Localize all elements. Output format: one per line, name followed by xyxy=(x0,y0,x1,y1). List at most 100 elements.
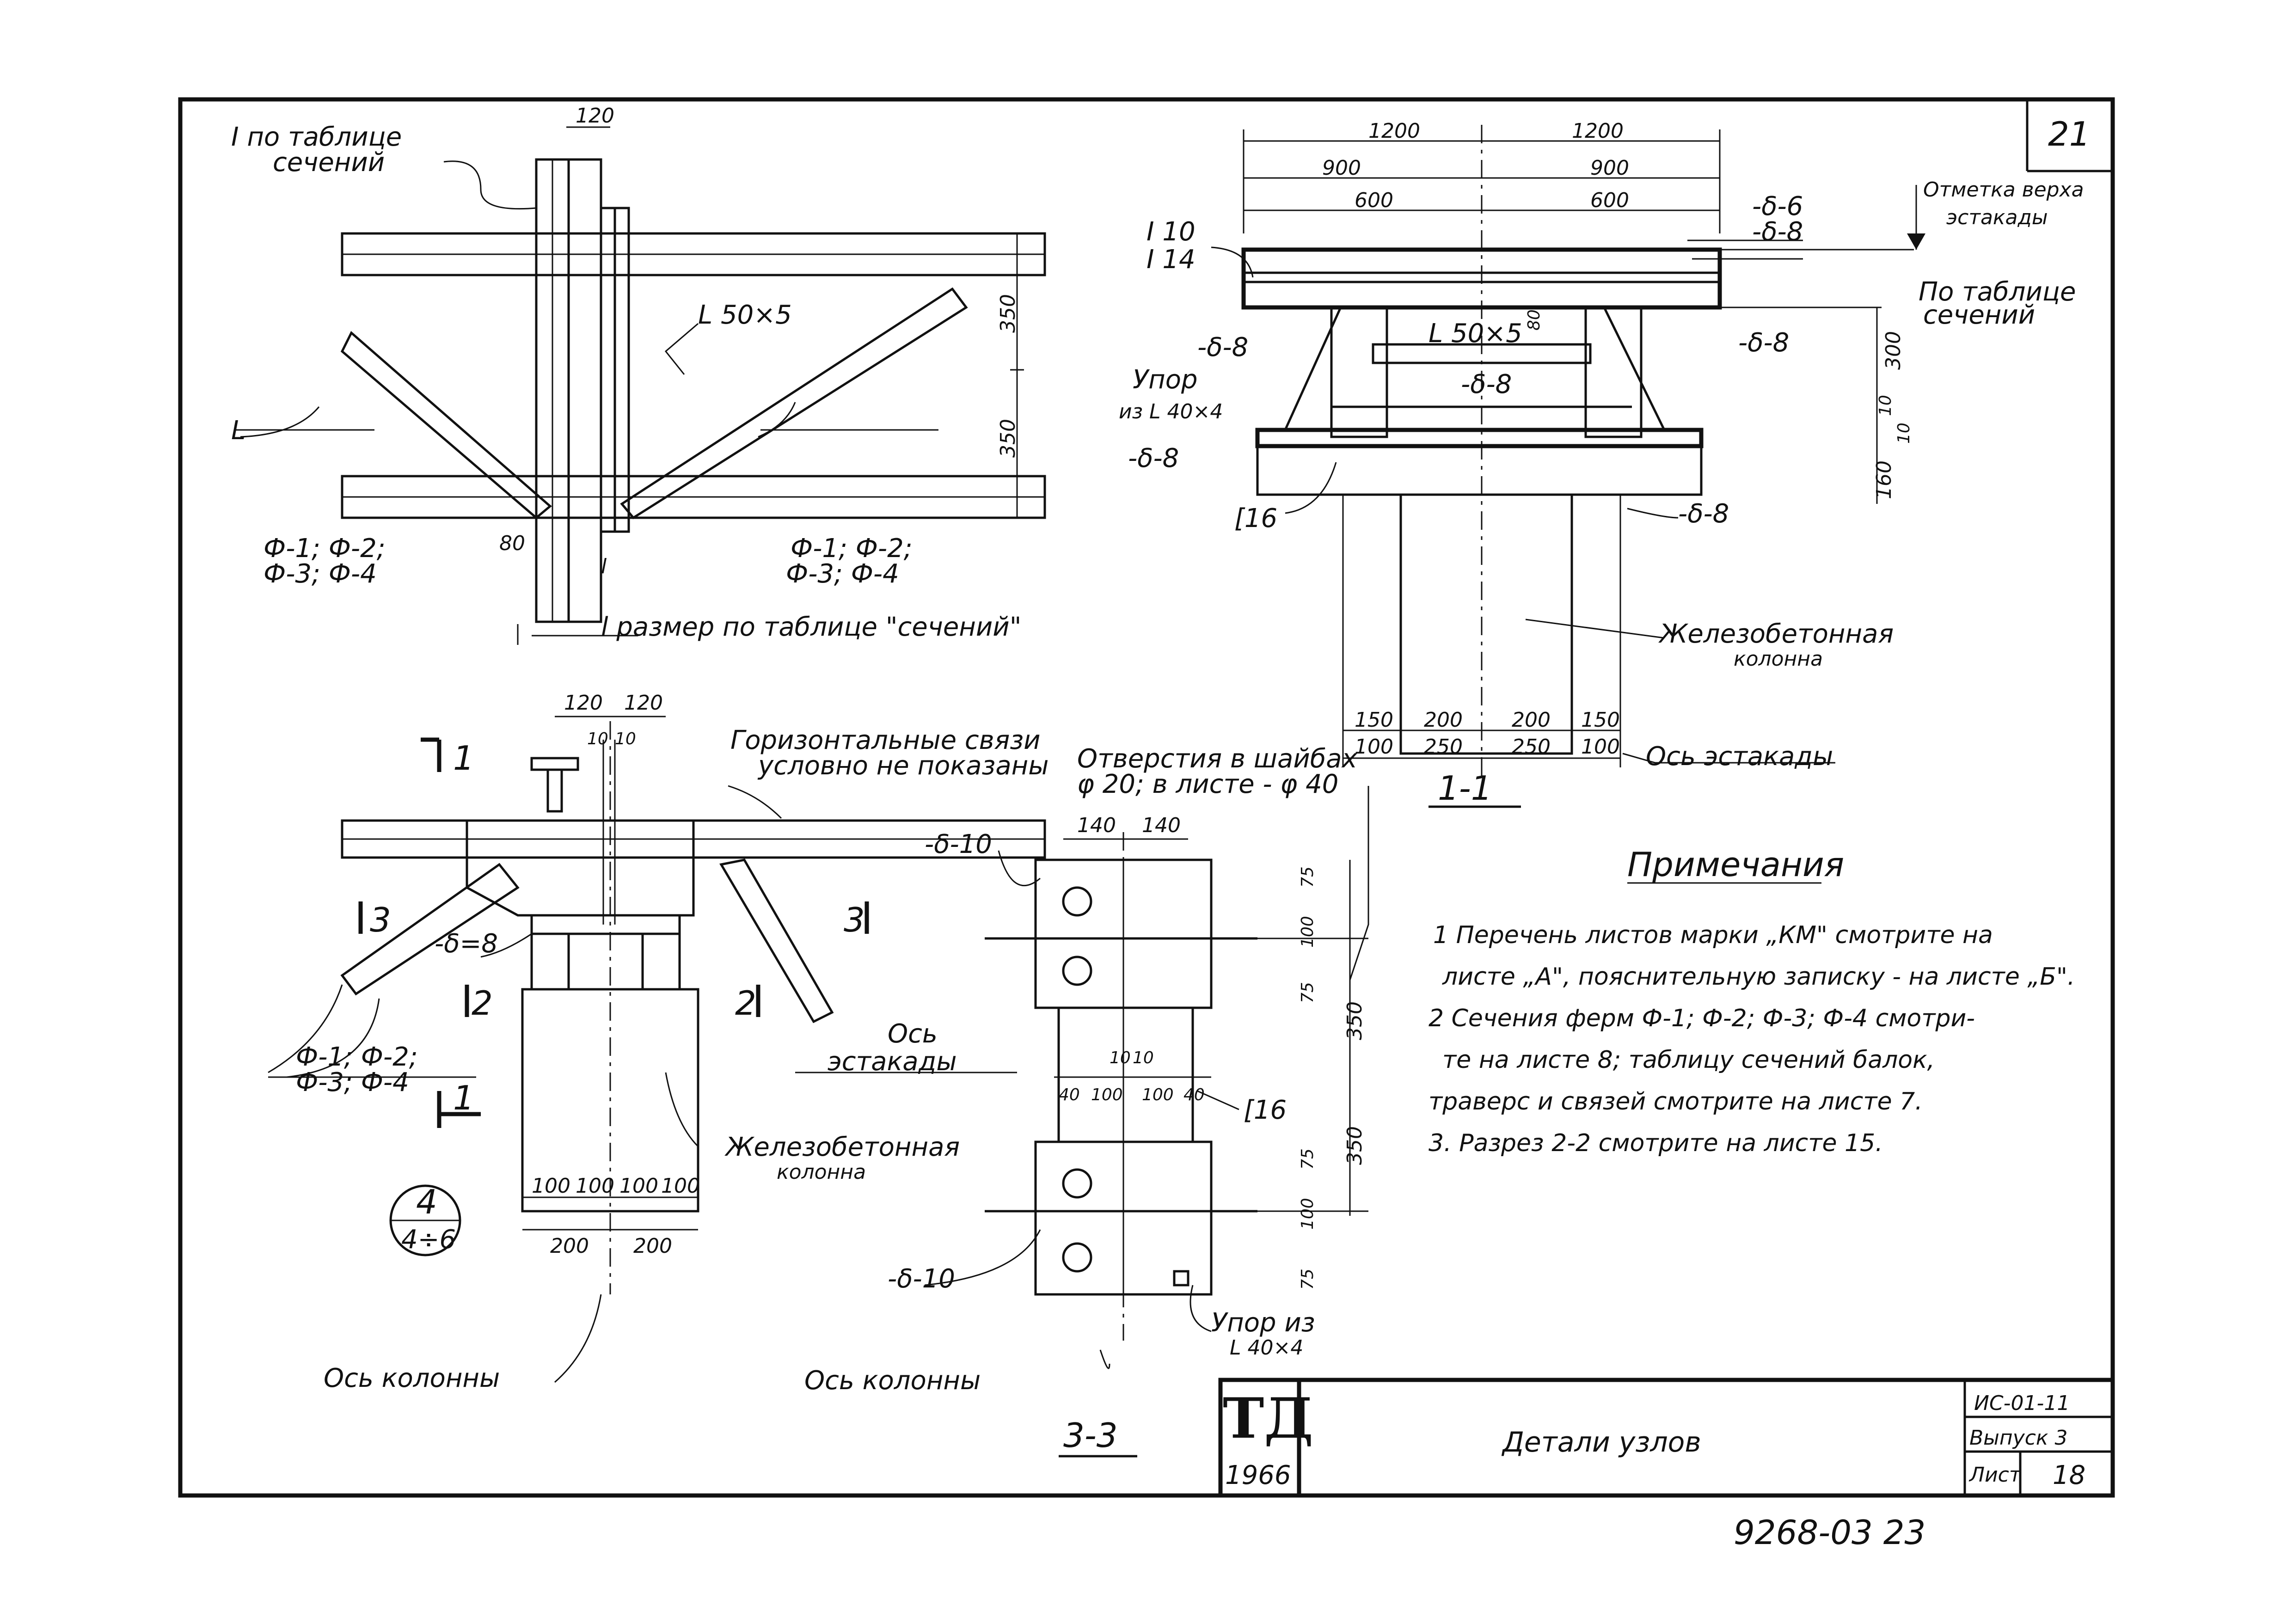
title-block xyxy=(1218,1378,2115,1498)
cut-mark-2-left: 2 xyxy=(472,984,493,1023)
cut-mark-1-top: 1 xyxy=(453,739,474,778)
stop-label: Упор xyxy=(1133,365,1198,395)
dim-350-3-3: 350 xyxy=(1343,1001,1367,1040)
sheet-value: 18 xyxy=(2053,1460,2085,1490)
dim-200-b: 200 xyxy=(633,1234,672,1258)
dim-120-a: 120 xyxy=(564,691,603,715)
td-year: 1966 xyxy=(1225,1460,1291,1490)
dim-100-d: 100 xyxy=(661,1174,700,1198)
elevation-label: Отметка верха xyxy=(1923,178,2084,202)
dim-350-b: 350 xyxy=(996,419,1020,458)
holes-note: Отверстия в шайбах xyxy=(1077,744,1358,774)
cut-mark-3-right: 3 xyxy=(844,901,865,939)
section-1-1-drawing xyxy=(1211,125,1925,808)
dim-80-top: 80 xyxy=(499,532,525,555)
holes-note2: φ 20; в листе - φ 40 xyxy=(1077,769,1338,799)
node-circle-top: 4 xyxy=(416,1183,437,1221)
note-line-3: 2 Сечения ферм Ф-1; Ф-2; Ф-3; Ф-4 смотри… xyxy=(1429,1005,1975,1032)
rc-column-label2: колонна xyxy=(1734,647,1823,671)
top-left-node-detail xyxy=(236,126,1046,645)
cut-mark-3-left: 3 xyxy=(370,901,391,939)
dim-200-right: 200 xyxy=(1512,708,1551,732)
sections-label: сечений xyxy=(1923,300,2035,330)
per-table: По таблице xyxy=(1919,277,2076,307)
dim-10-b: 10 xyxy=(1894,423,1913,444)
dim-1200-left: 1200 xyxy=(1368,119,1420,143)
dim-10-3-3-a: 10 xyxy=(1110,1048,1131,1067)
td-logo: ТД xyxy=(1223,1386,1313,1451)
notes-heading: Примечания xyxy=(1627,845,1844,884)
dim-100-mid-b: 100 xyxy=(1142,1085,1174,1104)
plate-6: -δ-6 xyxy=(1752,191,1803,221)
dim-10-b-plan: 10 xyxy=(615,729,636,748)
horiz-ties-label: Горизонтальные связи xyxy=(730,725,1041,755)
size-table-note: l размер по таблице "сечений" xyxy=(601,612,1021,642)
archive-number: 9268-03 23 xyxy=(1734,1513,1925,1552)
note-line-2: листе „А", пояснительную записку - на ли… xyxy=(1442,963,2075,991)
horiz-ties-label2: условно не показаны xyxy=(757,751,1048,781)
dim-10-a-plan: 10 xyxy=(587,729,608,748)
bottom-left-node-detail xyxy=(268,716,1046,1383)
note-line-1: 1 Перечень листов марки „КМ" смотрите на xyxy=(1433,921,1993,949)
dim-75-bot-a: 75 xyxy=(1298,1148,1317,1170)
dim-75-top-a: 75 xyxy=(1298,866,1317,888)
node-circle-bottom: 4÷6 xyxy=(401,1225,456,1255)
series-code: ИС-01-11 xyxy=(1974,1391,2070,1415)
plate-10-bottom: -δ-10 xyxy=(888,1264,955,1294)
channel-16: [16 xyxy=(1234,503,1277,533)
sheet-frame xyxy=(178,97,2115,1498)
note-line-4: те на листе 8; таблицу сечений балок, xyxy=(1442,1046,1935,1074)
dim-100-bot: 100 xyxy=(1298,1198,1317,1230)
column-axis-left: Ось колонны xyxy=(324,1363,500,1393)
plate-right: -δ-8 xyxy=(1738,328,1789,358)
dim-10-3-3-b: 10 xyxy=(1133,1048,1154,1067)
dim-160: 160 xyxy=(1872,460,1896,499)
stop-3-3: Упор из xyxy=(1211,1308,1315,1338)
dim-100-mid-a: 100 xyxy=(1091,1085,1123,1104)
sheet-label: Лист xyxy=(1968,1463,2022,1487)
dim-100-b: 100 xyxy=(576,1174,614,1198)
elevation-label2: эстакады xyxy=(1946,206,2048,229)
dim-100-left: 100 xyxy=(1355,735,1393,759)
angle-50x5: L 50×5 xyxy=(1429,319,1522,349)
farms-right-1: Ф-1; Ф-2; xyxy=(791,533,913,564)
farms-right-2: Ф-3; Ф-4 xyxy=(786,559,899,589)
dim-250-left: 250 xyxy=(1424,735,1463,759)
dim-900-left: 900 xyxy=(1322,156,1361,180)
dim-140-a: 140 xyxy=(1077,814,1116,837)
dim-140-b: 140 xyxy=(1142,814,1181,837)
stop-from-label: из L 40×4 xyxy=(1119,400,1223,423)
plate-low-right: -δ-8 xyxy=(1678,499,1729,529)
farms-plan-1: Ф-1; Ф-2; xyxy=(296,1042,418,1072)
rc-column-plan2: колонна xyxy=(777,1160,866,1184)
angle-label-top: L 50×5 xyxy=(698,300,792,330)
plate-8-top: -δ-8 xyxy=(1752,217,1803,247)
note-line-5: траверс и связей смотрите на листе 7. xyxy=(1429,1088,1923,1115)
rc-column-label: Железобетонная xyxy=(1658,619,1894,649)
plate-8-plan: -δ=8 xyxy=(435,929,498,959)
beam-i14: I 14 xyxy=(1146,245,1196,275)
plate-low-left: -δ-8 xyxy=(1128,443,1179,473)
plate-mid: -δ-8 xyxy=(1461,369,1512,399)
dim-200-left: 200 xyxy=(1424,708,1463,732)
dim-100-top: 100 xyxy=(1298,916,1317,948)
l-mark: l xyxy=(601,555,607,578)
dim-120-b: 120 xyxy=(624,691,663,715)
stop-3-3-2: L 40×4 xyxy=(1230,1336,1303,1360)
dim-75-top-b: 75 xyxy=(1298,982,1317,1003)
dim-600-right: 600 xyxy=(1590,189,1629,212)
dim-250-right: 250 xyxy=(1512,735,1551,759)
dim-150-right: 150 xyxy=(1581,708,1620,732)
dim-80-right: 80 xyxy=(1525,309,1544,331)
dim-100-right: 100 xyxy=(1581,735,1620,759)
dim-900-right: 900 xyxy=(1590,156,1629,180)
issue-label: Выпуск 3 xyxy=(1969,1426,2067,1450)
column-axis-3-3: Ось колонны xyxy=(804,1366,981,1396)
dim-120-top: 120 xyxy=(576,104,614,128)
channel-16-3-3: [16 xyxy=(1244,1095,1287,1125)
dim-350-a: 350 xyxy=(996,294,1020,333)
dim-150-left: 150 xyxy=(1355,708,1393,732)
beam-i10: I 10 xyxy=(1146,217,1196,247)
rc-column-plan: Железобетонная xyxy=(724,1132,960,1162)
section-1-1-title: 1-1 xyxy=(1438,769,1492,808)
